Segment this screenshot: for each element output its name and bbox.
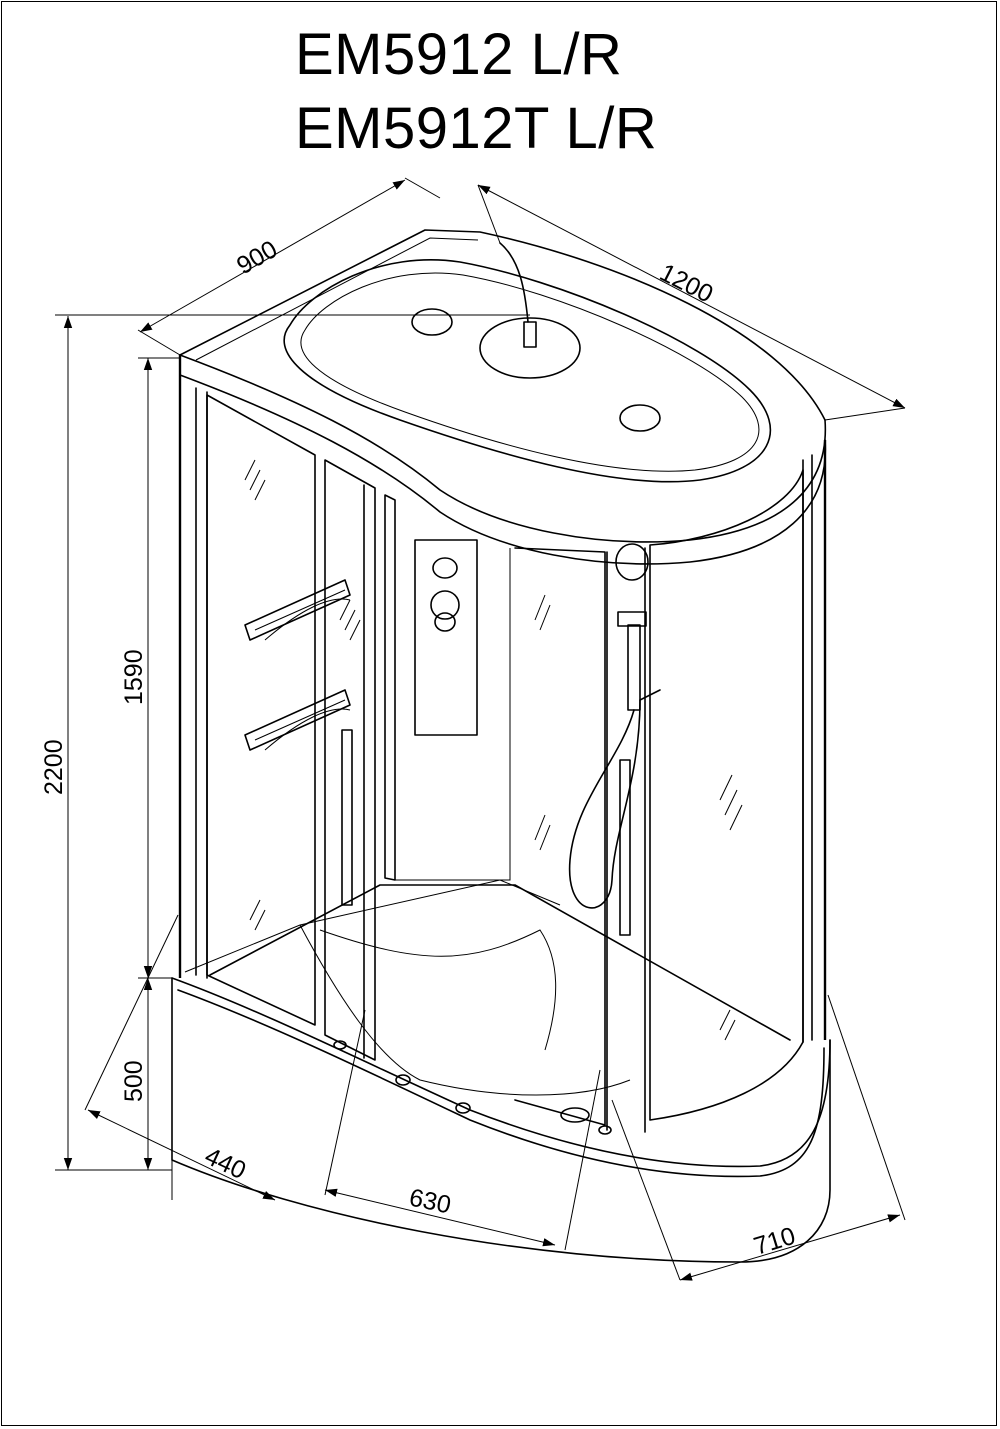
dim-900-label: 900 xyxy=(232,235,282,280)
dim-2200-label: 2200 xyxy=(40,739,68,795)
dimension-lines xyxy=(55,177,906,1281)
model-title-2: EM5912T L/R xyxy=(295,96,658,161)
roof xyxy=(179,229,827,565)
dim-630-label: 630 xyxy=(407,1183,454,1219)
corner-shelves xyxy=(244,579,351,751)
glass-panels xyxy=(206,394,804,1133)
dim-440-label: 440 xyxy=(200,1142,250,1185)
dim-1200-label: 1200 xyxy=(655,258,717,308)
base-tray xyxy=(171,879,831,1263)
dim-1590-label: 1590 xyxy=(120,649,148,705)
dim-500-label: 500 xyxy=(120,1060,148,1102)
tray-basin xyxy=(209,884,791,1135)
dim-710-label: 710 xyxy=(751,1222,799,1261)
model-title-1: EM5912 L/R xyxy=(295,22,623,87)
shower-fittings xyxy=(430,543,661,909)
